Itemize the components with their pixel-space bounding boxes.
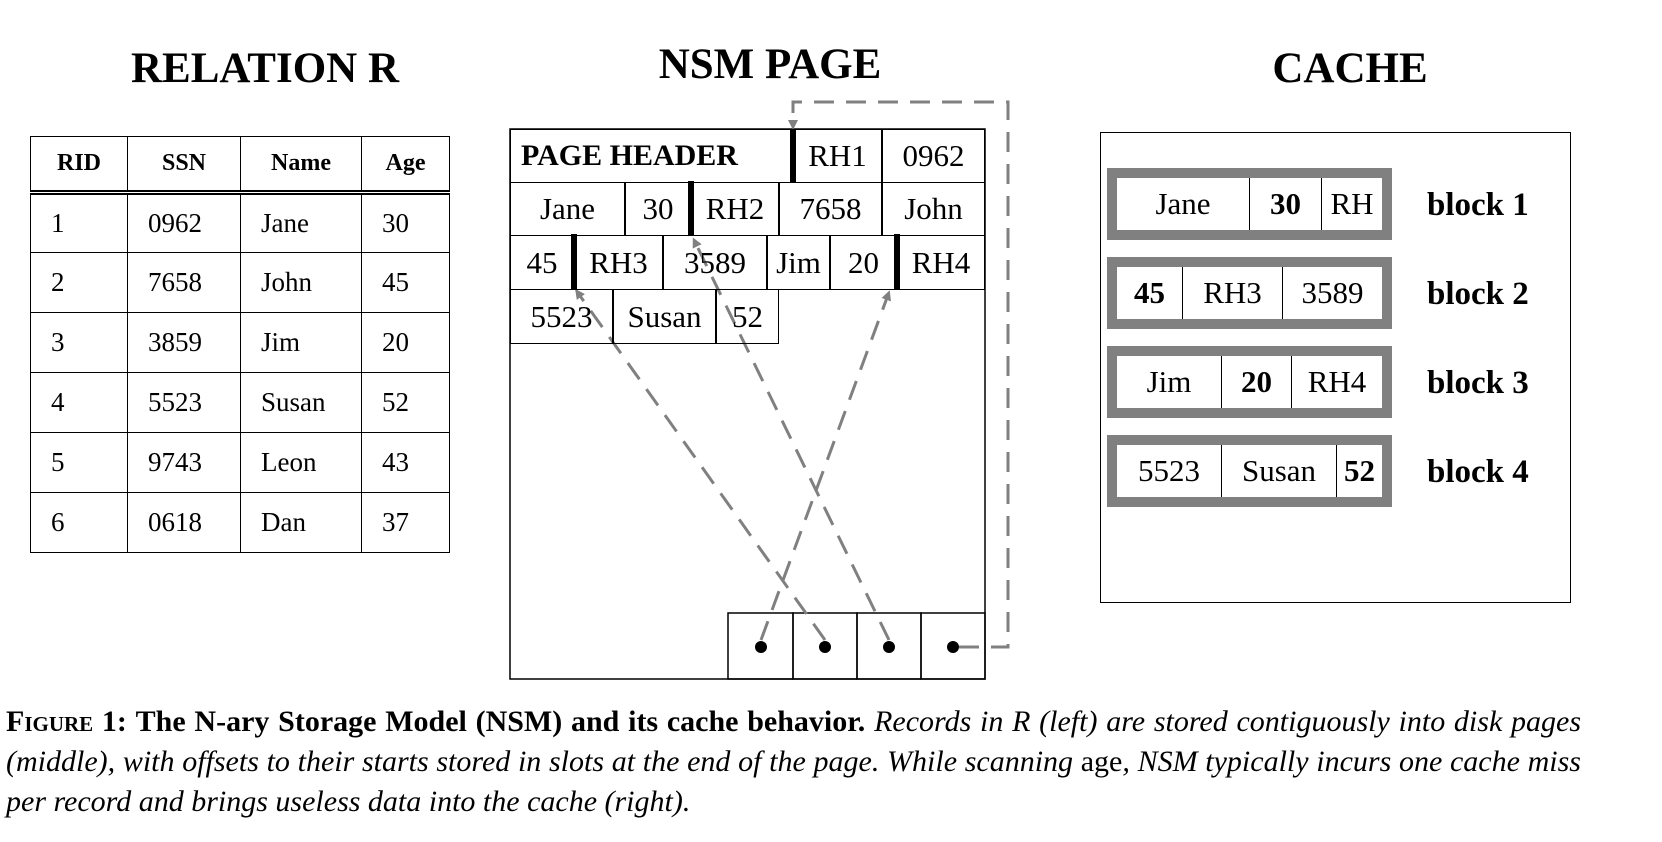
record-header-cell: RH4 [897, 235, 985, 290]
caption-body: Records in R (left) are stored contiguou… [6, 705, 1581, 778]
record-field-cell: 0962 [882, 129, 985, 183]
table-cell: Dan [240, 492, 362, 553]
record-field-cell: 7658 [779, 182, 882, 236]
record-field-cell: 45 [510, 235, 574, 290]
record-field-cell: 52 [716, 289, 779, 344]
cache-cell: Jane [1117, 178, 1250, 230]
slot-pointer-4 [947, 641, 959, 653]
cache-cell: Jim [1117, 356, 1222, 408]
table-row: 2 7658 John 45 [30, 252, 450, 313]
cache-block-label: block 4 [1427, 454, 1529, 490]
record-header-cell: RH2 [691, 182, 779, 236]
record-header-cell: RH1 [793, 129, 882, 183]
table-row: 5 9743 Leon 43 [30, 432, 450, 493]
record-field-cell: 20 [830, 235, 897, 290]
cache-block-label: block 1 [1427, 187, 1529, 223]
record-field-cell: Jim [767, 235, 830, 290]
slot-pointer-1 [755, 641, 767, 653]
table-cell: 52 [361, 372, 450, 433]
table-row: 3 3859 Jim 20 [30, 312, 450, 373]
table-cell: Jane [240, 192, 362, 253]
cache-block-3: Jim 20 RH4 [1107, 346, 1392, 418]
table-cell: 5 [30, 432, 128, 493]
pointer-arrow-rh1 [788, 100, 1010, 649]
cache-block-label: block 3 [1427, 365, 1529, 401]
caption-lead: The N-ary Storage Model (NSM) and its ca… [135, 705, 866, 738]
slot-pointer-3 [883, 641, 895, 653]
cache-cell: 3589 [1301, 275, 1364, 310]
cache-cell: 30 [1250, 178, 1322, 230]
cache-cell: 20 [1222, 356, 1292, 408]
slot-4 [920, 612, 986, 680]
relation-table: RID SSN Name Age 1 0962 Jane 30 2 7658 J… [30, 136, 450, 553]
table-cell: 3859 [127, 312, 241, 373]
pointer-arrow-rh3 [575, 288, 827, 641]
table-cell: John [240, 252, 362, 313]
table-row: 6 0618 Dan 37 [30, 492, 450, 553]
column-header-ssn: SSN [127, 136, 241, 195]
table-cell: 43 [361, 432, 450, 493]
record-header-cell: RH3 [574, 235, 663, 290]
slot-pointer-2 [819, 641, 831, 653]
table-cell: 9743 [127, 432, 241, 493]
cache-cell: 52 [1344, 453, 1375, 488]
record-field-cell: 30 [625, 182, 691, 236]
cache-block-2: 45 RH3 3589 [1107, 257, 1392, 329]
cache-block-1: Jane 30 RH [1107, 168, 1392, 240]
record-field-cell: John [882, 182, 985, 236]
caption-keyword: age [1080, 745, 1123, 778]
column-header-rid: RID [30, 136, 128, 195]
relation-header-row: RID SSN Name Age [30, 136, 450, 195]
table-cell: Susan [240, 372, 362, 433]
cache-cell: Susan [1222, 445, 1337, 497]
cache-cell: RH [1330, 186, 1374, 221]
record-field-cell: 3589 [663, 235, 767, 290]
table-cell: 45 [361, 252, 450, 313]
record-field-cell: Susan [613, 289, 716, 344]
cache-cell: RH4 [1307, 364, 1367, 399]
record-field-cell: 5523 [510, 289, 613, 344]
cache-block-4: 5523 Susan 52 [1107, 435, 1392, 507]
table-cell: 37 [361, 492, 450, 553]
cache-cell: 45 [1117, 267, 1183, 319]
page-header: PAGE HEADER [510, 129, 793, 183]
pointer-arrow-rh4 [759, 290, 891, 641]
table-cell: 0618 [127, 492, 241, 553]
record-field-cell: Jane [510, 182, 625, 236]
figure-caption: Figure 1: The N-ary Storage Model (NSM) … [6, 702, 1581, 822]
cache-cell: 5523 [1117, 445, 1222, 497]
figure-label: Figure 1: [6, 705, 127, 738]
relation-title: RELATION R [131, 45, 399, 92]
cache-block-label: block 2 [1427, 276, 1529, 312]
cache-box [1100, 132, 1571, 603]
pointer-arrow-rh2 [692, 237, 891, 641]
cache-cell: RH3 [1183, 267, 1283, 319]
column-header-age: Age [361, 136, 450, 195]
table-row: 1 0962 Jane 30 [30, 192, 450, 253]
table-cell: 2 [30, 252, 128, 313]
table-cell: 7658 [127, 252, 241, 313]
cache-title: CACHE [1272, 45, 1428, 92]
table-cell: Leon [240, 432, 362, 493]
caption-body-end: , NSM typically incurs one cache miss pe… [6, 745, 1581, 818]
table-cell: 6 [30, 492, 128, 553]
column-header-name: Name [240, 136, 362, 195]
nsm-page-title: NSM PAGE [658, 41, 882, 88]
